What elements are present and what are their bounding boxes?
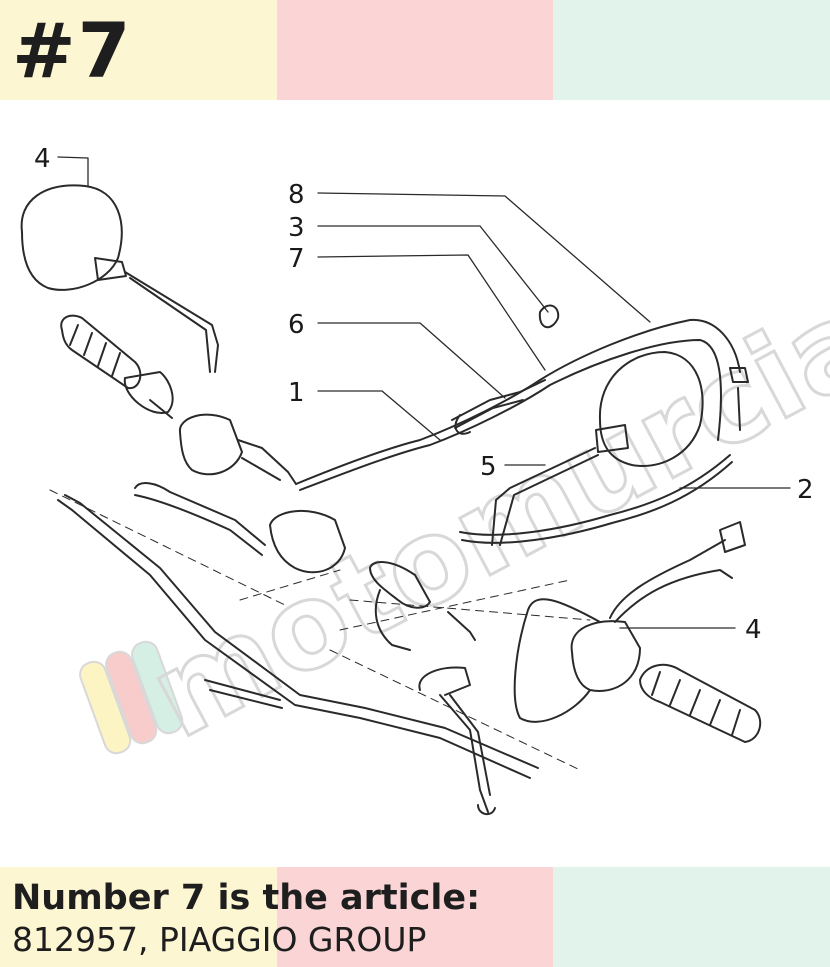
throttle-cables <box>295 304 749 491</box>
header-color-band <box>0 0 830 100</box>
band-mint <box>553 0 830 100</box>
article-caption: Number 7 is the article: 812957, PIAGGIO… <box>12 876 480 960</box>
page-title: #7 <box>12 6 133 95</box>
band-pink <box>277 0 553 100</box>
callout-5: 5 <box>480 452 497 482</box>
band-mint <box>553 867 830 967</box>
callout-numbers: 4 8 3 7 6 1 5 2 4 <box>34 144 814 645</box>
left-mirror <box>20 184 219 373</box>
callout-2: 2 <box>797 475 814 505</box>
left-grip <box>60 314 174 419</box>
callout-8: 8 <box>288 180 305 210</box>
brake-cable <box>459 454 733 544</box>
callout-3: 3 <box>288 213 305 243</box>
right-mirror <box>491 351 704 546</box>
alignment-lines <box>49 489 591 771</box>
band-yellow <box>0 0 277 100</box>
callout-1: 1 <box>288 378 305 408</box>
right-brake-lever <box>418 666 496 816</box>
right-switch-housing <box>513 521 746 723</box>
caption-article-code: 812957, PIAGGIO GROUP <box>12 920 427 959</box>
band-pink <box>277 867 553 967</box>
footer-color-band <box>0 867 830 967</box>
left-brake-lever <box>134 482 346 574</box>
right-grip <box>639 663 762 743</box>
callout-6: 6 <box>288 310 305 340</box>
watermark-stripes <box>79 640 184 755</box>
watermark-text: motomurcia <box>128 269 830 765</box>
callout-4-right-switch: 4 <box>745 615 762 645</box>
exploded-parts-diagram: motomurcia <box>20 144 830 816</box>
left-switch-housing <box>178 413 297 485</box>
callout-4-left-mirror: 4 <box>34 144 51 174</box>
caption-heading: Number 7 is the article: <box>12 878 481 918</box>
throttle-tube <box>369 561 476 651</box>
callout-7: 7 <box>288 244 305 274</box>
band-yellow <box>0 867 277 967</box>
handlebar <box>57 494 539 779</box>
leader-lines <box>57 156 791 629</box>
